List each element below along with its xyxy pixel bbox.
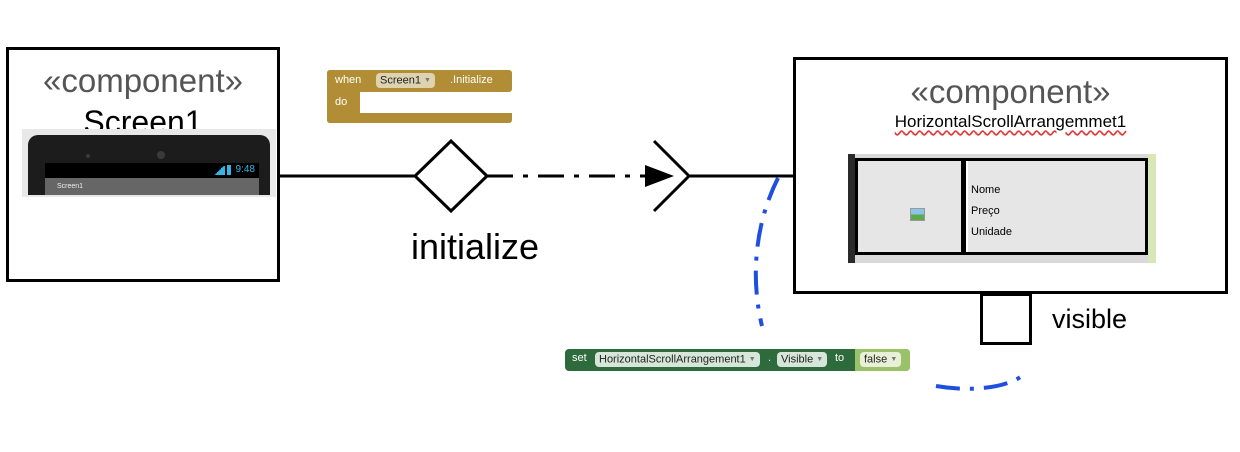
visible-label: visible <box>1052 304 1128 334</box>
horizontal-arrangement-preview: Nome Preço Unidade <box>848 154 1156 263</box>
do-keyword: do <box>335 96 348 108</box>
battery-icon <box>227 165 231 175</box>
visibility-dashed-arc-bottom <box>935 374 1024 391</box>
component-stereotype: «component» <box>910 73 1111 110</box>
dropdown-arrow-icon: ▼ <box>816 356 824 363</box>
preview-left-edge <box>848 154 855 263</box>
false-value-block[interactable]: false ▼ <box>855 349 910 371</box>
dropdown-arrow-icon: ▼ <box>424 77 431 84</box>
to-keyword: to <box>835 352 845 364</box>
aggregation-diamond <box>412 138 490 214</box>
event-name: .Initialize <box>450 74 493 86</box>
when-keyword: when <box>335 74 362 86</box>
set-keyword: set <box>572 352 587 364</box>
label-preco: Preço <box>971 205 1000 217</box>
component-dropdown-value: HorizontalScrollArrangement1 <box>599 353 746 366</box>
phone-time: 9:48 <box>235 164 255 175</box>
initialize-label: initialize <box>411 226 540 267</box>
property-dropdown[interactable]: Visible ▼ <box>777 352 828 367</box>
preview-right-edge <box>1148 154 1156 263</box>
image-placeholder-icon <box>910 208 925 221</box>
visibility-dashed-arc <box>753 177 780 327</box>
phone-preview-image: 9:48 Screen1 <box>22 129 276 197</box>
boolean-dropdown[interactable]: false ▼ <box>860 352 902 367</box>
phone-status-bar: 9:48 <box>45 163 259 178</box>
visible-port <box>980 293 1032 345</box>
label-unidade: Unidade <box>971 226 1012 238</box>
component-name: HorizontalScrollArrangemmet1 <box>894 112 1127 131</box>
dropdown-arrow-icon: ▼ <box>748 356 756 363</box>
component-dropdown-value: Screen1 <box>380 74 421 87</box>
component-stereotype: «component» <box>43 62 243 99</box>
set-visible-block[interactable]: set HorizontalScrollArrangement1 ▼ . Vis… <box>565 349 910 371</box>
component-dropdown[interactable]: Screen1 ▼ <box>376 73 435 89</box>
phone-speaker <box>86 154 90 158</box>
property-dropdown-value: Visible <box>781 353 814 366</box>
arrangement-divider <box>961 161 968 252</box>
phone-title-bar: Screen1 <box>45 178 259 195</box>
arrangement-frame: Nome Preço Unidade <box>855 158 1148 255</box>
dot-separator: . <box>768 352 772 364</box>
dropdown-arrow-icon: ▼ <box>890 356 898 363</box>
label-nome: Nome <box>971 184 1001 196</box>
component-dropdown[interactable]: HorizontalScrollArrangement1 ▼ <box>595 352 760 367</box>
event-block-footer <box>327 113 512 123</box>
signal-icon <box>213 166 225 175</box>
phone-camera <box>157 151 165 159</box>
boolean-dropdown-value: false <box>864 353 888 366</box>
when-initialize-block[interactable]: when Screen1 ▼ .Initialize do <box>327 70 512 124</box>
filled-arrowhead <box>645 165 674 187</box>
